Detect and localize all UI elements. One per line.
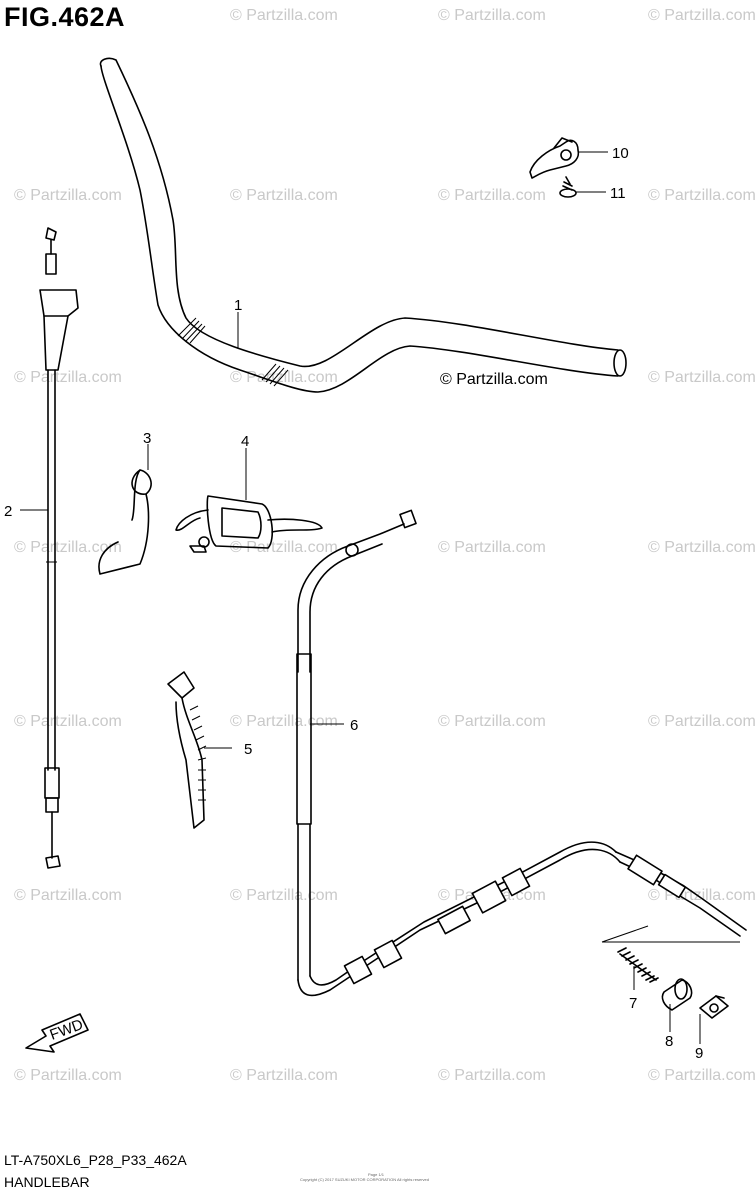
figure-code: LT-A750XL6_P28_P33_462A: [4, 1152, 187, 1168]
watermark-main: © Partzilla.com: [440, 371, 548, 388]
callout-numbers: 1 2 3 4 5 6 7 8 9 10 11: [4, 145, 703, 1062]
callout-8: 8: [665, 1033, 673, 1050]
watermark-text: © Partzilla.com: [648, 713, 756, 730]
figure-title: FIG.462A: [4, 2, 126, 32]
watermark-text: © Partzilla.com: [14, 1067, 122, 1084]
callout-5: 5: [244, 741, 252, 758]
nut-part-9: [699, 995, 729, 1019]
watermark-text: © Partzilla.com: [438, 7, 546, 24]
watermark-text: © Partzilla.com: [648, 187, 756, 204]
callout-7: 7: [629, 995, 637, 1012]
watermark-text: © Partzilla.com: [230, 187, 338, 204]
callout-6: 6: [350, 717, 358, 734]
callout-10: 10: [612, 145, 629, 162]
watermark-text: © Partzilla.com: [648, 369, 756, 386]
watermark-text: © Partzilla.com: [648, 887, 756, 904]
throttle-cable-part-2: [39, 227, 79, 869]
adjuster-part-8: [661, 978, 693, 1011]
holder-part-10: [529, 137, 580, 179]
watermark-text: © Partzilla.com: [648, 539, 756, 556]
watermark-text: © Partzilla.com: [14, 187, 122, 204]
callout-11: 11: [610, 185, 626, 202]
watermark-text: © Partzilla.com: [648, 7, 756, 24]
watermark-text: © Partzilla.com: [14, 887, 122, 904]
watermark-text: © Partzilla.com: [230, 369, 338, 386]
callout-9: 9: [695, 1045, 703, 1062]
watermark-text: © Partzilla.com: [14, 713, 122, 730]
fine-print-page: Page 1/1: [368, 1172, 385, 1177]
cable-tie-part-5: [167, 671, 207, 829]
callout-leaders: [20, 151, 701, 1044]
callout-4: 4: [241, 433, 249, 450]
figure-name: HANDLEBAR: [4, 1174, 90, 1190]
bracket-part-4: [175, 495, 323, 553]
handlebar-part-1: [99, 57, 627, 393]
watermark-text: © Partzilla.com: [14, 369, 122, 386]
watermark-grid: © Partzilla.com © Partzilla.com © Partzi…: [14, 7, 756, 1084]
watermark-text: © Partzilla.com: [438, 187, 546, 204]
watermark-text: © Partzilla.com: [438, 1067, 546, 1084]
watermark-text: © Partzilla.com: [230, 7, 338, 24]
watermark-text: © Partzilla.com: [438, 539, 546, 556]
fwd-arrow-icon: FWD: [25, 1013, 89, 1053]
watermark-text: © Partzilla.com: [230, 887, 338, 904]
callout-2: 2: [4, 503, 12, 520]
callout-1: 1: [234, 297, 242, 314]
screw-part-11: [559, 176, 577, 198]
watermark-text: © Partzilla.com: [230, 1067, 338, 1084]
fine-print-copyright: Copyright (C) 2017 SUZUKI MOTOR CORPORAT…: [300, 1177, 429, 1182]
callout-3: 3: [143, 430, 151, 447]
watermark-text: © Partzilla.com: [230, 539, 338, 556]
brake-cable-part-6: [296, 509, 747, 997]
spring-part-7: [617, 947, 659, 983]
watermark-text: © Partzilla.com: [14, 539, 122, 556]
watermark-text: © Partzilla.com: [438, 713, 546, 730]
watermark-text: © Partzilla.com: [230, 713, 338, 730]
watermark-text: © Partzilla.com: [648, 1067, 756, 1084]
spring-part-3: [98, 469, 152, 575]
